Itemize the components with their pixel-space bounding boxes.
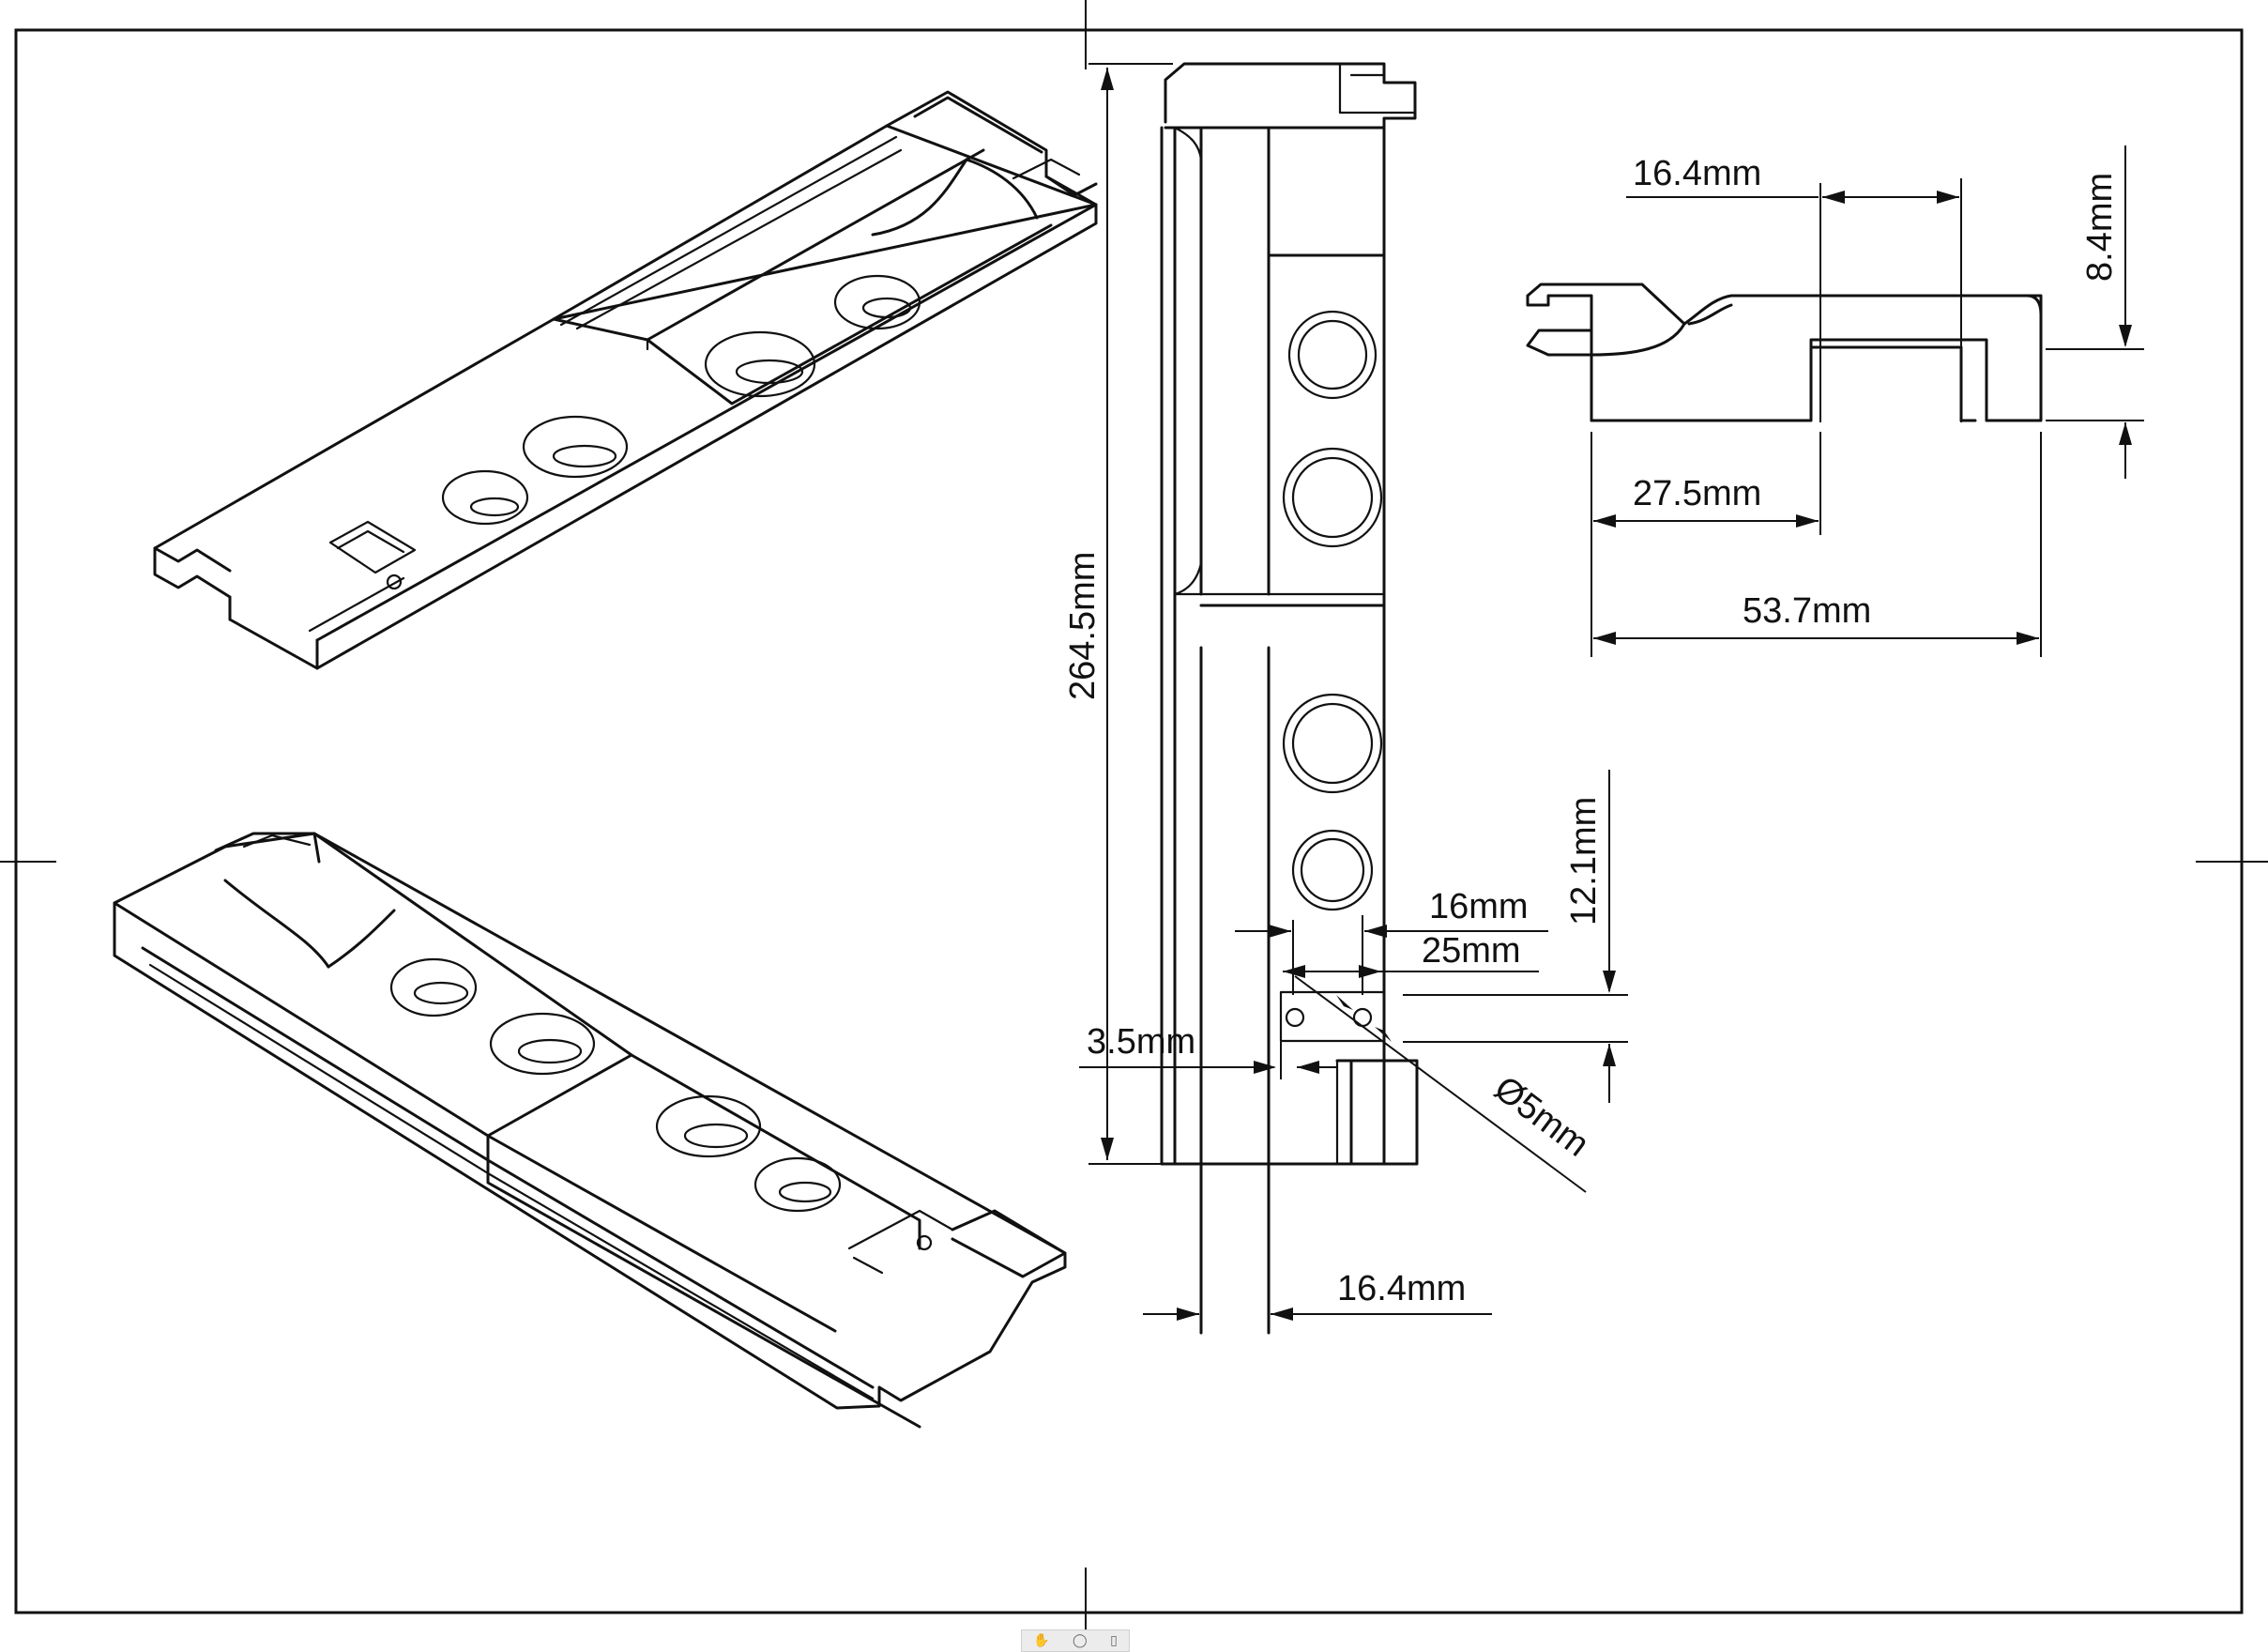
dim-top-width: 16.4mm (1633, 154, 1761, 193)
zoom-icon[interactable]: ◯ (1073, 1633, 1088, 1648)
dim-bottom-width: 16.4mm (1337, 1269, 1466, 1308)
fit-icon[interactable]: ▯ (1110, 1633, 1118, 1648)
dim-overall-length: 264.5mm (1063, 552, 1103, 700)
side-view (1160, 62, 1419, 1335)
dim-hole-spacing-25: 25mm (1422, 931, 1521, 971)
viewer-toolbar: ✋ ◯ ▯ (1021, 1629, 1130, 1652)
dim-overall-width: 53.7mm (1743, 591, 1871, 631)
isometric-view-top (153, 90, 1098, 670)
dim-offset-3-5: 3.5mm (1087, 1022, 1195, 1062)
pan-icon[interactable]: ✋ (1033, 1633, 1050, 1648)
isometric-view-bottom (113, 832, 1067, 1429)
dimension-lines (1079, 63, 2144, 1321)
profile-view (1526, 283, 2043, 422)
drawing-frame (14, 28, 2244, 1614)
dim-slot-offset: 27.5mm (1633, 474, 1761, 513)
dim-hole-diameter: Ø5mm (1487, 1069, 1596, 1165)
dim-height: 8.4mm (2080, 173, 2120, 282)
dim-hole-spacing-16: 16mm (1429, 887, 1529, 926)
dim-height-12-1: 12.1mm (1564, 797, 1604, 925)
